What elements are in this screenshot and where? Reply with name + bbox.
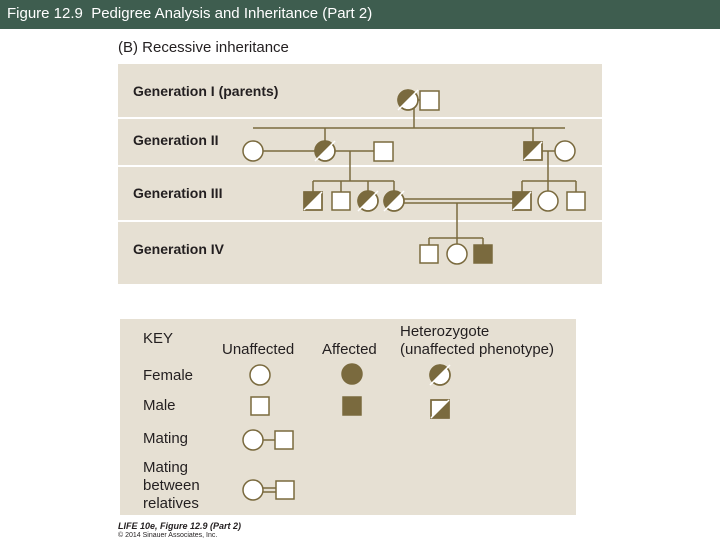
key-col-affected: Affected bbox=[322, 341, 377, 358]
key-mating-symbol bbox=[242, 429, 294, 451]
figure-title: Figure 12.9 Pedigree Analysis and Inheri… bbox=[7, 5, 373, 22]
panel-subtitle: (B) Recessive inheritance bbox=[118, 39, 289, 56]
key-symbols bbox=[242, 363, 451, 501]
key-heterozygous-male-symbol bbox=[430, 399, 450, 419]
unaffected-male-symbol bbox=[331, 191, 351, 211]
generation-4-label: Generation IV bbox=[133, 241, 225, 257]
generation-divider bbox=[118, 165, 602, 167]
unaffected-female-symbol bbox=[554, 140, 576, 162]
credit-copyright: © 2014 Sinauer Associates, Inc. bbox=[118, 532, 218, 539]
generation-divider bbox=[118, 117, 602, 119]
unaffected-female-symbol bbox=[537, 190, 559, 212]
key-row-relatives-1: Mating bbox=[143, 459, 189, 476]
title-bar: Figure 12.9 Pedigree Analysis and Inheri… bbox=[0, 0, 720, 29]
unaffected-male-symbol bbox=[373, 141, 394, 162]
heterozygous-male-symbol bbox=[523, 141, 543, 161]
key-panel bbox=[120, 319, 576, 515]
key-affected-male-symbol bbox=[342, 396, 362, 416]
key-unaffected-male-symbol bbox=[250, 396, 270, 416]
key-mating-relatives-symbol bbox=[242, 479, 295, 501]
heterozygous-female-symbol bbox=[397, 89, 419, 111]
unaffected-female-symbol bbox=[446, 243, 468, 265]
key-unaffected-female-symbol bbox=[249, 364, 271, 386]
key-col-heterozygote-note: (unaffected phenotype) bbox=[400, 341, 555, 358]
pedigree-lines bbox=[253, 99, 577, 245]
unaffected-male-symbol bbox=[419, 244, 439, 264]
unaffected-male-symbol bbox=[419, 90, 440, 111]
credit-figure: LIFE 10e, Figure 12.9 (Part 2) bbox=[118, 521, 242, 531]
heterozygous-male-symbol bbox=[512, 191, 532, 211]
generation-divider bbox=[118, 220, 602, 222]
key-row-relatives-3: relatives bbox=[143, 495, 199, 512]
affected-male-symbol bbox=[473, 244, 493, 264]
heterozygous-male-symbol bbox=[303, 191, 323, 211]
generation-2-label: Generation II bbox=[133, 132, 219, 148]
unaffected-male-symbol bbox=[566, 191, 586, 211]
unaffected-female-symbol bbox=[242, 140, 264, 162]
key-row-female: Female bbox=[143, 367, 194, 384]
heterozygous-female-symbol bbox=[314, 140, 336, 162]
key-title: KEY bbox=[143, 330, 174, 347]
generation-1-label: Generation I (parents) bbox=[133, 83, 279, 99]
heterozygous-female-symbol bbox=[357, 190, 379, 212]
pedigree-panel bbox=[118, 64, 602, 284]
generation-3-label: Generation III bbox=[133, 185, 223, 201]
key-row-male: Male bbox=[143, 397, 176, 414]
key-heterozygous-female-symbol bbox=[429, 364, 451, 386]
key-col-heterozygote: Heterozygote bbox=[400, 323, 490, 340]
key-affected-female-symbol bbox=[341, 363, 363, 385]
key-row-relatives-2: between bbox=[143, 477, 200, 494]
key-row-mating: Mating bbox=[143, 430, 189, 447]
pedigree-individuals bbox=[242, 89, 586, 265]
key-col-unaffected: Unaffected bbox=[222, 341, 295, 358]
heterozygous-female-symbol bbox=[383, 190, 405, 212]
